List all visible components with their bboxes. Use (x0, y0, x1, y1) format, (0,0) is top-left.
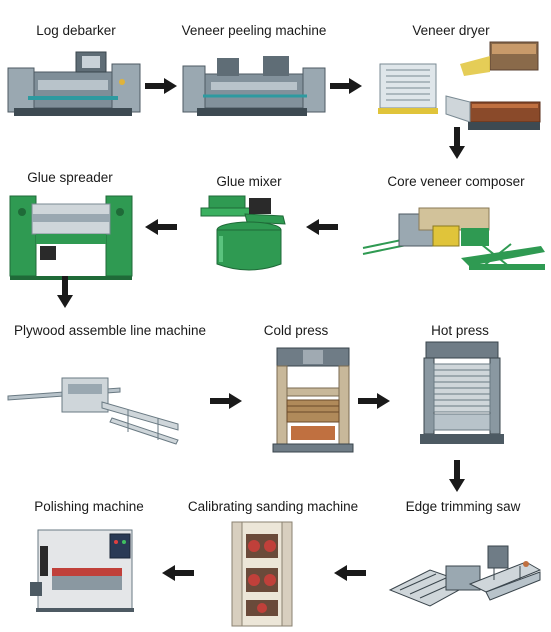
arrow-icon (145, 78, 177, 94)
label-hot-press: Hot press (431, 323, 489, 338)
log-debarker-image (7, 51, 143, 118)
arrow-icon (210, 393, 242, 409)
label-calibrating-sanding-machine: Calibrating sanding machine (187, 499, 359, 514)
veneer-peeling-machine-image (182, 52, 326, 118)
label-polishing-machine: Polishing machine (34, 499, 144, 514)
label-glue-spreader: Glue spreader (27, 170, 113, 185)
veneer-dryer-image (372, 41, 544, 138)
label-veneer-peeling-machine: Veneer peeling machine (181, 23, 327, 38)
plywood-assemble-line-machine-image (7, 370, 182, 446)
arrow-icon (334, 565, 366, 581)
calibrating-sanding-machine-image (231, 521, 293, 628)
label-cold-press: Cold press (263, 323, 329, 338)
label-log-debarker: Log debarker (36, 23, 116, 38)
arrow-icon (145, 219, 177, 235)
glue-mixer-image (195, 192, 290, 277)
arrow-icon (449, 127, 465, 159)
arrow-icon (162, 565, 194, 581)
arrow-icon (330, 78, 362, 94)
glue-spreader-image (9, 190, 133, 282)
cold-press-image (272, 347, 354, 460)
label-edge-trimming-saw: Edge trimming saw (405, 499, 521, 514)
arrow-icon (306, 219, 338, 235)
label-veneer-dryer: Veneer dryer (412, 23, 490, 38)
hot-press-image (420, 341, 504, 448)
polishing-machine-image (30, 524, 140, 614)
label-core-veneer-composer: Core veneer composer (387, 174, 525, 189)
core-veneer-composer-image (361, 207, 547, 274)
arrow-icon (358, 393, 390, 409)
edge-trimming-saw-image (388, 540, 542, 614)
arrow-icon (57, 276, 73, 308)
arrow-icon (449, 460, 465, 492)
label-plywood-assemble-line-machine: Plywood assemble line machine (13, 323, 207, 338)
label-glue-mixer: Glue mixer (216, 174, 282, 189)
